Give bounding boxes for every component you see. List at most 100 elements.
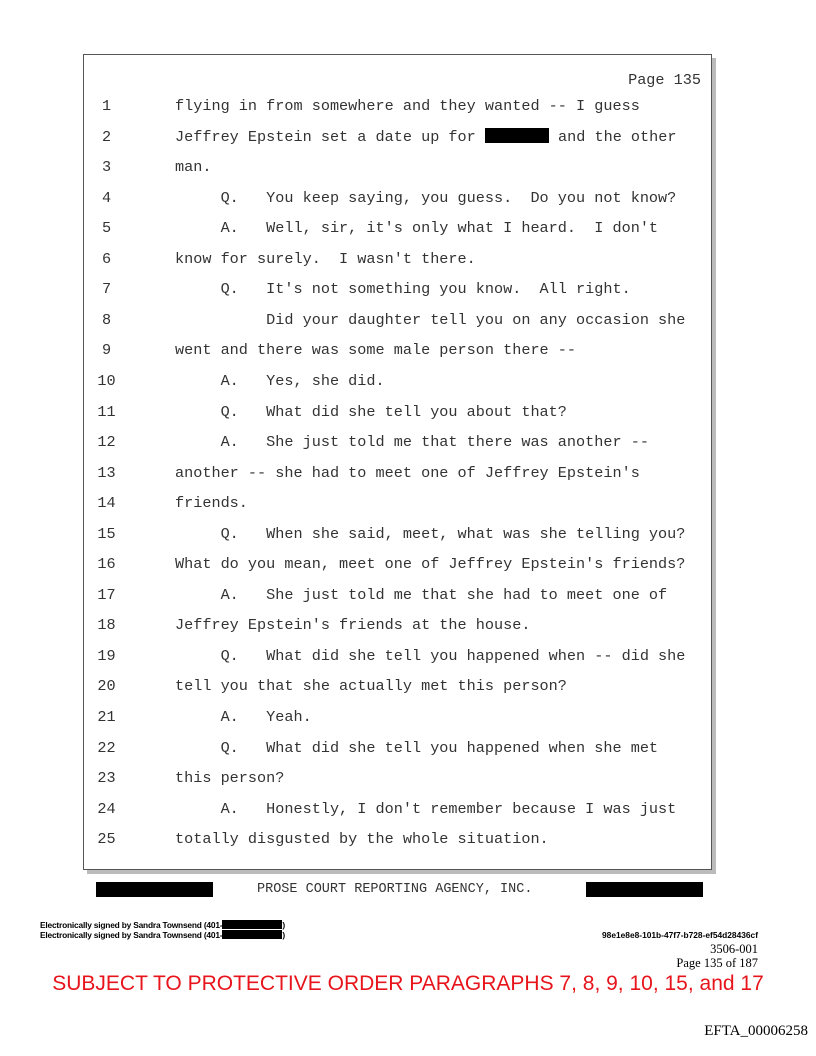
line-text-segment: A. Honestly, I don't remember because I … [175,799,677,818]
line-text: A. Well, sir, it's only what I heard. I … [175,219,658,237]
line-number: 7 [101,280,112,299]
transcript-line: 14 friends. [84,494,712,514]
line-text-segment: Q. It's not something you know. All righ… [175,280,631,299]
transcript-line: 15 Q. When she said, meet, what was she … [84,525,712,545]
line-text: know for surely. I wasn't there. [175,250,476,268]
line-text-segment: Q. What did she tell you happened when -… [175,646,686,665]
transcript-line: 1 flying in from somewhere and they wante… [84,97,712,117]
transcript-page: Page 135 1 flying in from somewhere and t… [83,54,712,870]
line-text-segment: another -- she had to meet one of Jeffre… [175,463,640,482]
line-text: Q. When she said, meet, what was she tel… [175,524,686,543]
line-number: 10 [97,371,116,390]
line-text-segment: A. Well, sir, it's only what I heard. I … [175,219,659,238]
line-text: tell you that she actually met this pers… [175,677,567,695]
transcript-line: 2 Jeffrey Epstein set a date up for and t… [84,127,712,148]
line-number: 22 [97,738,116,757]
line-text: A. She just told me that she had to meet… [175,585,668,604]
line-text: Q. You keep saying, you guess. Do you no… [175,188,677,207]
line-number: 19 [97,646,116,665]
sig-suffix: ) [282,930,285,940]
line-text: A. She just told me that there was anoth… [175,433,649,451]
line-text: this person? [175,769,284,787]
line-text-segment: Q. You keep saying, you guess. Do you no… [175,188,677,207]
line-text: A. Yeah. [175,708,312,726]
line-number: 18 [97,616,116,635]
line-number: 14 [97,494,116,513]
line-text: Q. What did she tell you happened when s… [175,739,658,757]
line-number: 23 [97,769,116,788]
line-text-segment: Q. What did she tell you about that? [175,402,567,421]
bates-number: EFTA_00006258 [704,1023,808,1039]
line-text-segment: Q. When she said, meet, what was she tel… [175,524,686,543]
line-text-segment: A. Yeah. [175,708,312,726]
line-text: Did your daughter tell you on any occasi… [175,311,685,329]
redaction-box [484,127,549,143]
transcript-line: 23 this person? [84,769,712,789]
line-text-segment: A. She just told me that there was anoth… [175,433,649,452]
line-number: 25 [97,830,116,849]
page-label: Page 135 [628,71,701,89]
redaction-box [96,882,213,897]
line-number: 11 [97,402,116,421]
signature-line: Electronically signed by Sandra Townsend… [40,920,285,930]
line-number: 17 [97,585,116,604]
line-text: Q. What did she tell you about that? [175,403,567,421]
transcript-line: 17 A. She just told me that she had to m… [84,586,712,606]
line-text-segment: Jeffrey Epstein's friends at the house. [175,616,531,635]
line-text: another -- she had to meet one of Jeffre… [175,464,640,482]
line-text-segment: A. She just told me that she had to meet… [175,585,668,604]
line-text-segment: know for surely. I wasn't there. [175,249,476,268]
transcript-line: 18 Jeffrey Epstein's friends at the house… [84,616,712,636]
line-text-segment: What do you mean, meet one of Jeffrey Ep… [175,555,686,574]
transcript-line: 16 What do you mean, meet one of Jeffrey … [84,555,712,575]
transcript-line: 5 A. Well, sir, it's only what I heard. … [84,219,712,239]
transcript-line: 19 Q. What did she tell you happened whe… [84,647,712,667]
line-number: 4 [101,188,112,207]
transcript-line: 22 Q. What did she tell you happened whe… [84,739,712,759]
transcript-line: 10 A. Yes, she did. [84,372,712,392]
sig-text: Electronically signed by Sandra Townsend… [40,930,223,940]
transcript-line: 4 Q. You keep saying, you guess. Do you … [84,189,712,209]
agency-name: PROSE COURT REPORTING AGENCY, INC. [257,882,533,897]
signature-line: Electronically signed by Sandra Townsend… [40,930,285,940]
transcript-line: 12 A. She just told me that there was an… [84,433,712,453]
line-number: 12 [97,433,116,452]
transcript-line: 11 Q. What did she tell you about that? [84,403,712,423]
line-text: totally disgusted by the whole situation… [175,830,549,848]
line-text: A. Honestly, I don't remember because I … [175,799,677,818]
line-text-segment: went and there was some male person ther… [175,341,577,360]
line-text-segment: Jeffrey Epstein set a date up for [175,127,485,146]
sig-suffix: ) [282,920,285,930]
redaction-box [222,920,283,929]
line-text: man. [175,158,211,176]
protective-order-notice: SUBJECT TO PROTECTIVE ORDER PARAGRAPHS 7… [52,972,764,995]
line-text-segment: tell you that she actually met this pers… [175,677,567,696]
line-number: 21 [97,708,116,726]
line-text-segment: Did your daughter tell you on any occasi… [175,310,686,329]
line-text: Jeffrey Epstein's friends at the house. [175,616,530,634]
line-text: friends. [175,494,248,512]
line-number: 1 [101,97,112,115]
line-text: What do you mean, meet one of Jeffrey Ep… [175,555,685,573]
line-text-segment: A. Yes, she did. [175,371,385,390]
transcript-line: 8 Did your daughter tell you on any occa… [84,311,712,331]
redaction-box [586,882,703,897]
line-text-segment: Q. What did she tell you happened when s… [175,738,659,757]
line-number: 24 [97,799,116,818]
redaction-box [222,930,283,939]
line-text: flying in from somewhere and they wanted… [175,97,640,115]
line-text-segment: friends. [175,494,248,513]
line-text: Q. What did she tell you happened when -… [175,646,686,665]
line-text-segment: and the other [548,127,677,146]
transcript-line: 21 A. Yeah. [84,708,712,728]
line-number: 2 [101,127,112,146]
line-number: 16 [97,555,116,574]
page-of: Page 135 of 187 [676,956,758,970]
line-text-segment: totally disgusted by the whole situation… [175,830,549,849]
line-text-segment: man. [175,158,212,177]
